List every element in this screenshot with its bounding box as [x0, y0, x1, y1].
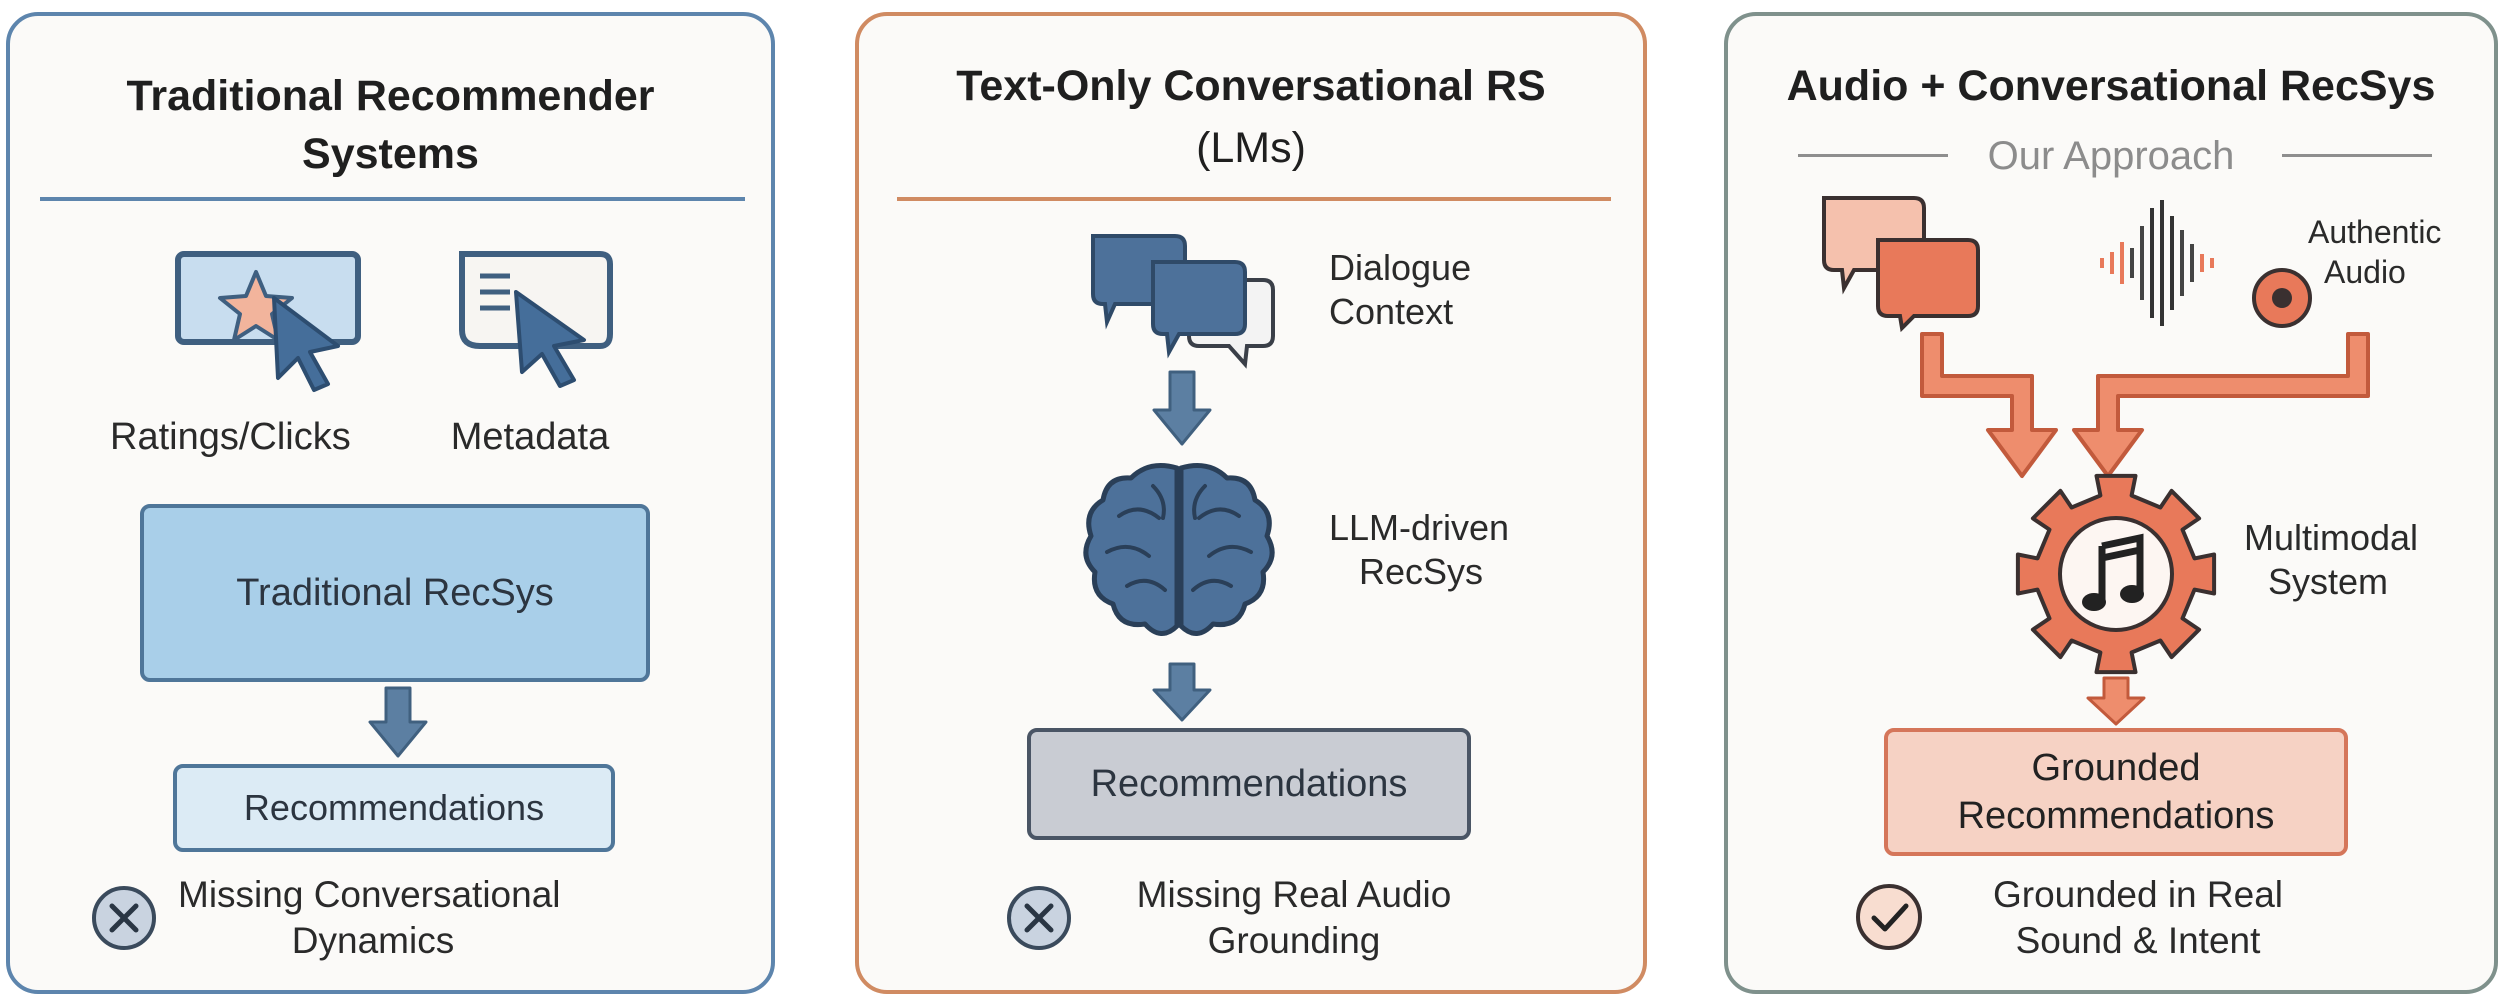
authentic-audio-label-line1: Authentic [2308, 214, 2442, 250]
panel-title: Traditional Recommender [126, 72, 655, 120]
approach-subtitle: Our Approach [1987, 134, 2235, 178]
chat-bubbles-icon [1091, 234, 1275, 369]
down-arrow-icon [2086, 676, 2146, 726]
dialogue-label-line2: Context [1329, 291, 1454, 332]
status-text-line2: Dynamics [291, 920, 455, 961]
chat-bubbles-icon [1822, 196, 1980, 333]
panel-title: Audio + Conversational RecSys [1786, 62, 2436, 110]
status-text-line2: Grounding [1207, 920, 1381, 961]
brain-icon [1083, 463, 1275, 636]
status-text-line2: Sound & Intent [2015, 920, 2261, 961]
music-note-head [2120, 585, 2144, 603]
status-text-line1: Missing Real Audio [1136, 874, 1452, 915]
panel-title: Text-Only Conversational RS [956, 62, 1546, 110]
sound-wave-icon [2100, 200, 2214, 326]
traditional-recsys-box: Traditional RecSys [140, 504, 650, 682]
status-text-line1: Missing Conversational [178, 874, 561, 915]
metadata-label: Metadata [450, 416, 610, 458]
rating-click-icon [175, 251, 361, 392]
llm-label-line1: LLM-driven [1329, 507, 1510, 548]
traditional-recsys-panel: Traditional Recommender Systems Ratings/… [6, 12, 775, 994]
output-line2: Recommendations [1957, 795, 2275, 837]
metadata-icon [459, 251, 613, 388]
output-line1: Grounded [2031, 747, 2201, 789]
merge-arrows-icon [1920, 332, 2370, 478]
music-note-stem [2098, 533, 2144, 600]
subtitle-rule-left [1798, 154, 1948, 157]
llm-label-line2: RecSys [1359, 551, 1484, 592]
title-divider [40, 197, 745, 201]
cross-circle-icon [1007, 886, 1071, 950]
subtitle-rule-right [2282, 154, 2432, 157]
recommendations-box: Recommendations [1027, 728, 1471, 840]
authentic-audio-label-line2: Audio [2324, 254, 2406, 290]
grounded-recommendations-box: Grounded Recommendations [1884, 728, 2348, 856]
status-text-line1: Grounded in Real [1992, 874, 2284, 915]
music-gear-icon [2015, 473, 2217, 675]
music-note-head [2082, 593, 2106, 611]
ratings-clicks-label: Ratings/Clicks [110, 416, 351, 458]
multimodal-label-line1: Multimodal [2244, 517, 2419, 558]
gear-inner [2058, 516, 2174, 632]
audio-source-icon [2252, 268, 2312, 328]
title-divider [897, 197, 1611, 201]
cross-circle-icon [92, 886, 156, 950]
multimodal-label-line2: System [2268, 561, 2389, 602]
text-only-crs-panel: Text-Only Conversational RS (LMs) Dialog… [855, 12, 1647, 994]
check-circle-icon [1856, 884, 1922, 950]
recommendations-box: Recommendations [173, 764, 615, 852]
panel-subtitle: (LMs) [1196, 124, 1306, 172]
down-arrow-icon [1152, 662, 1212, 722]
dialogue-label-line1: Dialogue [1329, 247, 1472, 288]
audio-conversational-panel: Audio + Conversational RecSys Our Approa… [1724, 12, 2498, 994]
down-arrow-icon [1152, 370, 1212, 446]
panel-title-line2: Systems [302, 130, 479, 178]
down-arrow-icon [368, 686, 428, 758]
